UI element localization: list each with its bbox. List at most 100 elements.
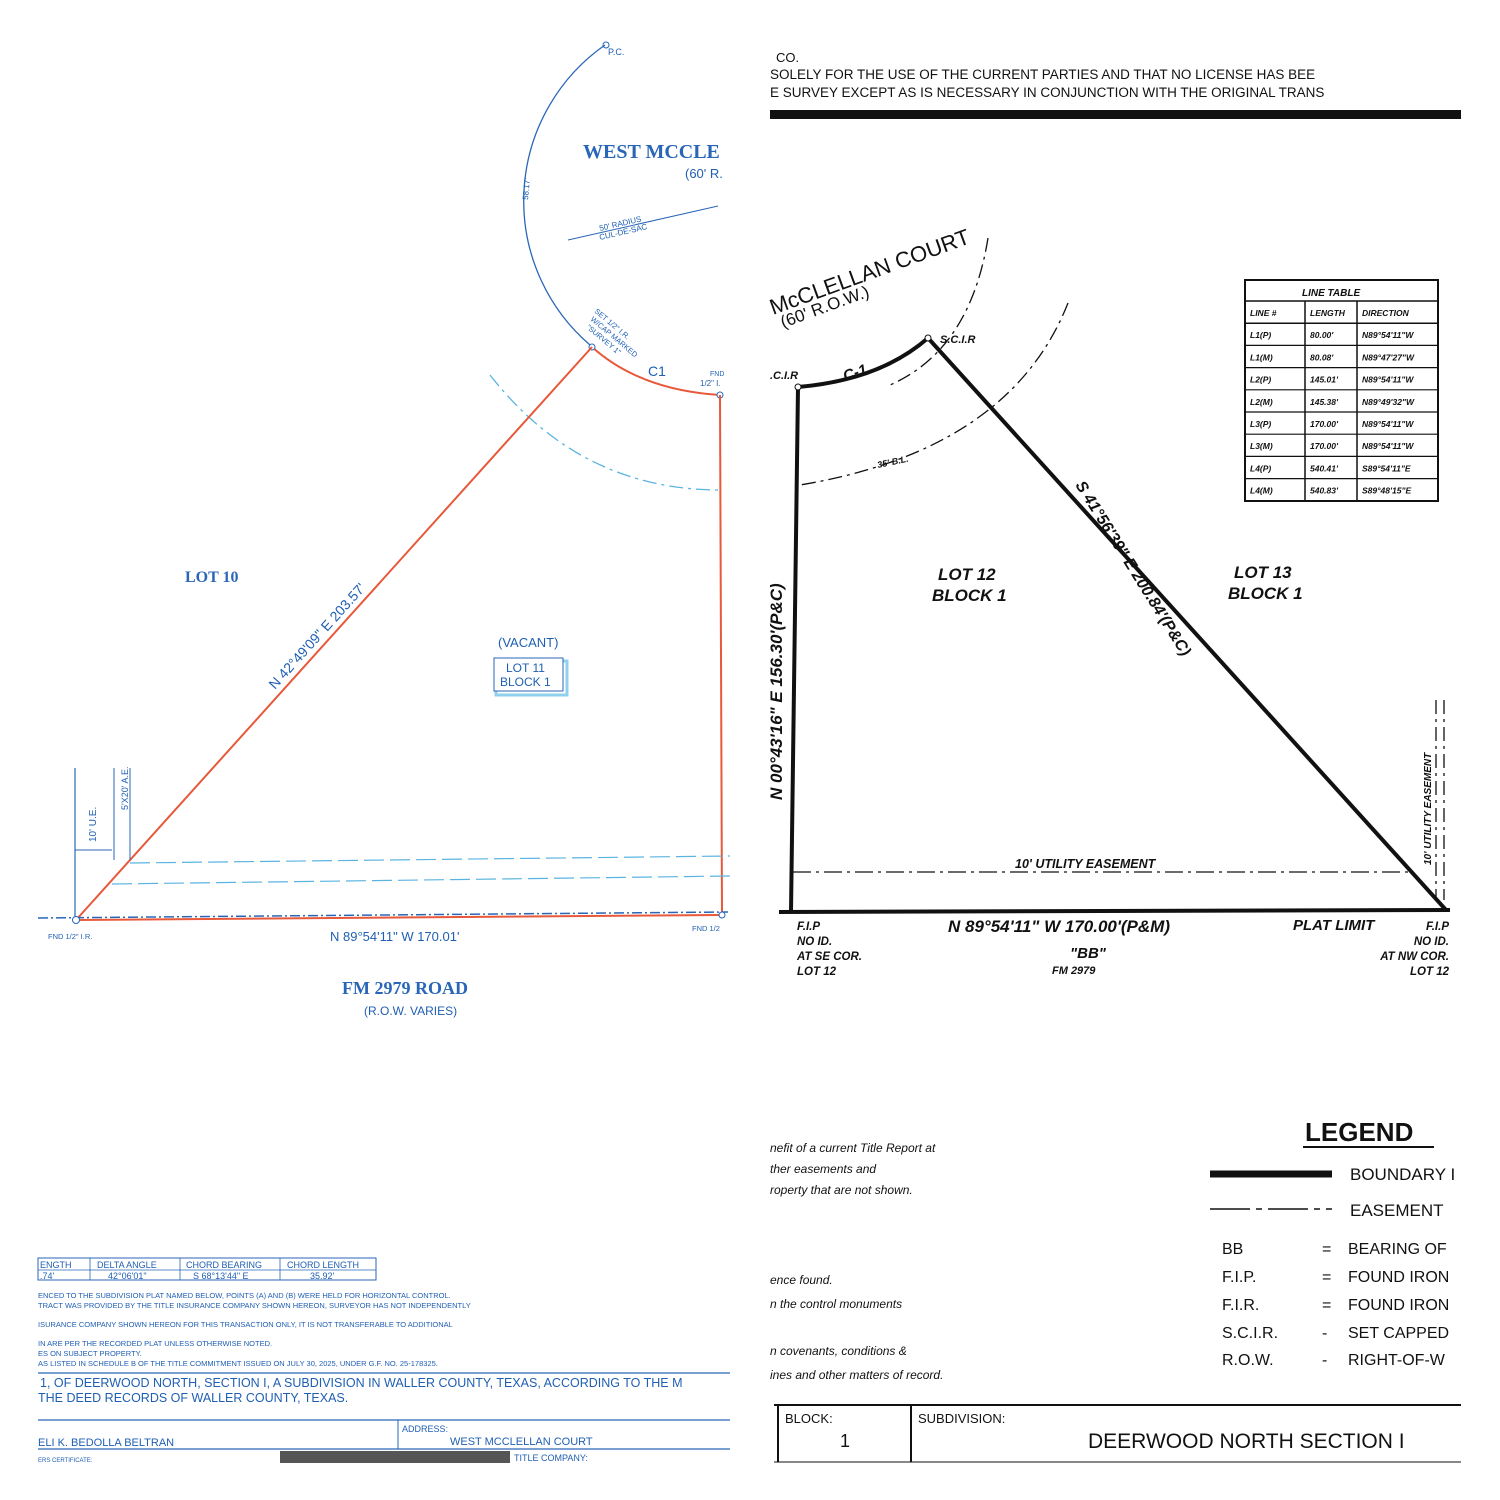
fip-right-1: NO ID. xyxy=(1414,936,1449,948)
owner-name: ELI K. BEDOLLA BELTRAN xyxy=(38,1437,174,1449)
legend-title: LEGEND xyxy=(1305,1117,1413,1147)
vacant-label: (VACANT) xyxy=(498,635,558,650)
legend-item-4-eq: - xyxy=(1322,1352,1327,1369)
right-note-1: ther easements and xyxy=(770,1162,876,1176)
line-table-title: LINE TABLE xyxy=(1302,288,1360,299)
legend-item-3-eq: - xyxy=(1322,1325,1327,1342)
ct-h3: CHORD LENGTH xyxy=(287,1260,359,1270)
scir-top-point xyxy=(924,334,932,342)
bb-label: "BB" xyxy=(1070,945,1107,962)
right-note-2: roperty that are not shown. xyxy=(770,1183,913,1197)
left-plat: P.C. 58.17' WEST MCCLE (60' R. 50' RADIU… xyxy=(37,41,731,1464)
line-table-header-2: DIRECTION xyxy=(1362,308,1410,318)
line-table-cell-2-2: N89°54'11"W xyxy=(1362,375,1414,385)
right-note-4: n the control monuments xyxy=(770,1297,902,1311)
subdivision-value: DEERWOOD NORTH SECTION I xyxy=(1088,1430,1405,1453)
fnd-right-1: FND xyxy=(710,371,724,378)
left-note-2: ISURANCE COMPANY SHOWN HEREON FOR THIS T… xyxy=(38,1320,453,1329)
line-table-header-1: LENGTH xyxy=(1310,308,1346,318)
legend-boundary-label: BOUNDARY I xyxy=(1350,1165,1455,1184)
ir-point-bottom-right xyxy=(718,911,726,919)
subdivision-label: SUBDIVISION: xyxy=(918,1411,1005,1426)
line-table-cell-4-2: N89°54'11"W xyxy=(1362,419,1414,429)
legal-line-2: THE DEED RECORDS OF WALLER COUNTY, TEXAS… xyxy=(38,1391,348,1405)
utility-easement-v-label: 10' UTILITY EASEMENT xyxy=(1423,752,1434,865)
pc-label: P.C. xyxy=(608,47,624,57)
left-note-3: IN ARE PER THE RECORDED PLAT UNLESS OTHE… xyxy=(38,1339,272,1348)
right-setback-arc xyxy=(799,302,1069,486)
address-value: WEST MCCLELLAN COURT xyxy=(450,1436,593,1448)
legend-item-1-val: FOUND IRON xyxy=(1348,1269,1449,1286)
lot10-label: LOT 10 xyxy=(185,569,239,586)
fip-left-3: LOT 12 xyxy=(797,966,837,978)
legend-item-2-val: FOUND IRON xyxy=(1348,1297,1449,1314)
ct-r3: 35.92' xyxy=(310,1271,335,1281)
legend-item-0-val: BEARING OF xyxy=(1348,1241,1447,1258)
legend-item-4-key: R.O.W. xyxy=(1222,1352,1274,1369)
radius-leader xyxy=(567,205,719,241)
right-row-arc xyxy=(889,237,989,386)
legal-line-1: 1, OF DEERWOOD NORTH, SECTION I, A SUBDI… xyxy=(40,1376,682,1390)
lot11-label: LOT 11 xyxy=(506,661,545,675)
lot12-block: BLOCK 1 xyxy=(932,586,1007,605)
line-table: LINE TABLE LINE # LENGTH DIRECTION L1(P) 80.… xyxy=(1244,279,1439,502)
ct-h0: ENGTH xyxy=(40,1260,72,1270)
ae-label: 5'X20' A.E. xyxy=(120,767,130,810)
line-table-cell-2-1: 145.01' xyxy=(1310,375,1339,385)
right-note-3: ence found. xyxy=(770,1273,833,1287)
right-note-0: nefit of a current Title Report at xyxy=(770,1141,936,1155)
nw-bearing-label: N 42°49'09" E 203.57' xyxy=(265,580,368,692)
road-row: (R.O.W. VARIES) xyxy=(364,1004,457,1018)
arc-length-label: 58.17' xyxy=(521,177,532,200)
line-table-cell-2-0: L2(P) xyxy=(1250,375,1271,385)
left-boundary-east xyxy=(719,394,723,916)
legend-item-2-key: F.I.R. xyxy=(1222,1297,1259,1314)
redacted-bar xyxy=(280,1451,510,1463)
line-table-cell-3-1: 145.38' xyxy=(1310,397,1339,407)
pc-point xyxy=(602,41,610,49)
cir-left-label: .C.I.R xyxy=(770,370,798,382)
line-table-cell-0-1: 80.00' xyxy=(1310,330,1334,340)
line-table-cell-6-0: L4(P) xyxy=(1250,463,1271,473)
address-label: ADDRESS: xyxy=(402,1424,448,1434)
fip-left-1: NO ID. xyxy=(797,936,832,948)
left-boundary-south xyxy=(75,914,723,921)
line-table-cell-0-0: L1(P) xyxy=(1250,330,1271,340)
right-note-6: ines and other matters of record. xyxy=(770,1368,943,1382)
fip-left-2: AT SE COR. xyxy=(796,951,862,963)
right-header-1: CO. xyxy=(776,50,799,65)
line-table-cell-4-0: L3(P) xyxy=(1250,419,1271,429)
fnd-bottom-right: FND 1/2 xyxy=(692,924,720,933)
left-street-row: (60' R. xyxy=(685,166,723,181)
right-curve-label: C-1 xyxy=(841,361,869,385)
left-note-4: ES ON SUBJECT PROPERTY. xyxy=(38,1349,142,1358)
road-name: FM 2979 ROAD xyxy=(342,978,468,998)
line-table-cell-5-2: N89°54'11"W xyxy=(1362,441,1414,451)
line-table-cell-6-1: 540.41' xyxy=(1310,463,1339,473)
right-boundary-west xyxy=(789,386,800,913)
fip-right-3: LOT 12 xyxy=(1410,966,1450,978)
left-easement-line-1 xyxy=(129,855,731,864)
fm-label: FM 2979 xyxy=(1052,965,1096,977)
cert-label: ERS CERTIFICATE: xyxy=(38,1458,93,1464)
line-table-cell-1-2: N89°47'27"W xyxy=(1362,352,1415,362)
ct-r0: .74' xyxy=(40,1271,55,1281)
ct-h2: CHORD BEARING xyxy=(186,1260,262,1270)
legend-item-3-val: SET CAPPED xyxy=(1348,1325,1449,1342)
line-table-cell-5-1: 170.00' xyxy=(1310,441,1339,451)
line-table-header-0: LINE # xyxy=(1250,308,1277,318)
legend-item-1-eq: = xyxy=(1322,1269,1331,1286)
ct-h1: DELTA ANGLE xyxy=(97,1260,157,1270)
cir-left-point xyxy=(794,383,802,391)
legend-item-1-key: F.I.P. xyxy=(1222,1269,1256,1286)
line-table-cell-4-1: 170.00' xyxy=(1310,419,1339,429)
left-street-name: WEST MCCLE xyxy=(583,141,720,163)
block-value: 1 xyxy=(840,1431,850,1451)
ue-label: 10' U.E. xyxy=(88,807,99,842)
legend-item-0-key: BB xyxy=(1222,1241,1243,1258)
line-table-cell-3-2: N89°49'32"W xyxy=(1362,397,1415,407)
right-boundary-diag xyxy=(926,336,1448,912)
left-boundary-nw xyxy=(75,346,593,921)
left-fence-line xyxy=(37,911,729,919)
